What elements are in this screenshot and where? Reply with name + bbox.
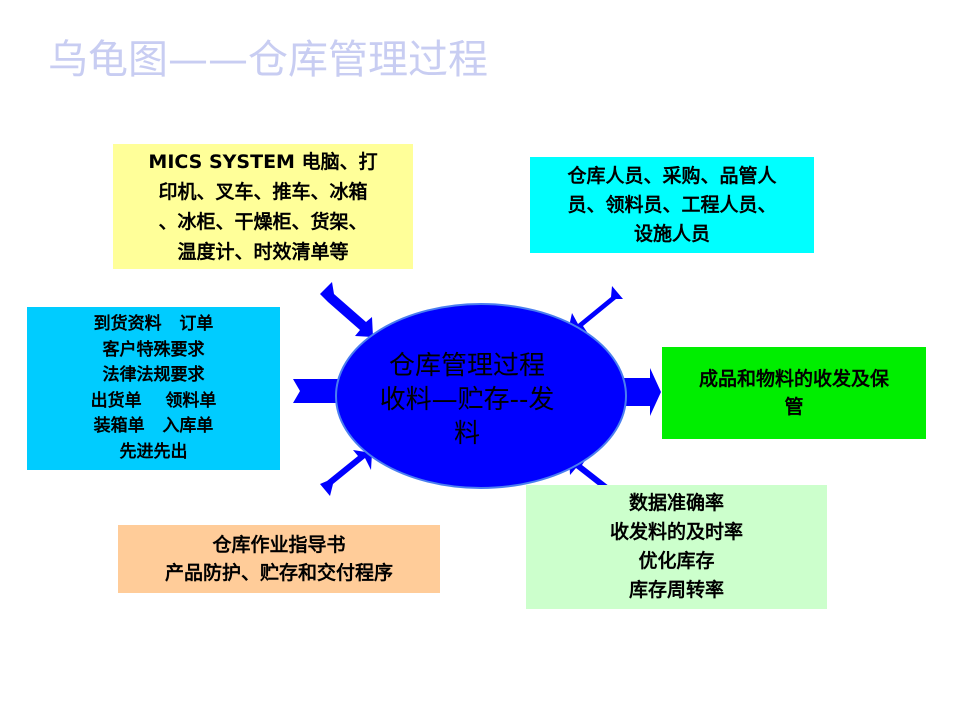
arrow-inputs-to-center <box>293 379 342 403</box>
metrics-line-3: 优化库存 <box>638 550 715 572</box>
output-line-2: 管 <box>784 396 804 418</box>
equipment-line-2: 印机、叉车、推车、冰箱 <box>158 180 368 203</box>
inputs-box: 到货资料 订单 客户特殊要求 法律法规要求 出货单 领料单 装箱单 入库单 先进… <box>27 307 280 470</box>
method-line-1: 仓库作业指导书 <box>212 534 346 556</box>
center-line-3: 料 <box>453 419 480 449</box>
inputs-line-6: 先进先出 <box>119 441 188 462</box>
center-process-label: 仓库管理过程 收料—贮存--发 料 <box>342 330 592 470</box>
equipment-box: MICS SYSTEM 电脑、打 印机、叉车、推车、冰箱 、冰柜、干燥柜、货架、… <box>113 144 413 269</box>
people-line-3: 设施人员 <box>633 222 710 245</box>
metrics-line-1: 数据准确率 <box>628 492 724 514</box>
people-line-1: 仓库人员、采购、品管人 <box>567 164 777 187</box>
arrow-center-to-output <box>620 368 661 416</box>
output-line-1: 成品和物料的收发及保 <box>698 368 889 390</box>
inputs-line-3: 法律法规要求 <box>102 365 205 385</box>
method-box: 仓库作业指导书 产品防护、贮存和交付程序 <box>118 525 440 593</box>
equipment-line-4: 温度计、时效清单等 <box>177 240 349 263</box>
metrics-box: 数据准确率 收发料的及时率 优化库存 库存周转率 <box>526 485 827 609</box>
inputs-line-4: 出货单 领料单 <box>90 390 217 411</box>
arrow-equipment-to-center <box>320 282 373 337</box>
equipment-line-1: MICS SYSTEM 电脑、打 <box>148 150 378 173</box>
people-box: 仓库人员、采购、品管人 员、领料员、工程人员、 设施人员 <box>530 157 814 253</box>
inputs-line-5: 装箱单 入库单 <box>93 416 214 436</box>
method-line-2: 产品防护、贮存和交付程序 <box>164 562 393 584</box>
equipment-line-3: 、冰柜、干燥柜、货架、 <box>158 210 368 233</box>
inputs-line-1: 到货资料 订单 <box>93 314 214 334</box>
metrics-line-4: 库存周转率 <box>628 579 724 601</box>
center-line-2: 收料—贮存--发 <box>379 385 555 415</box>
page-title: 乌龟图——仓库管理过程 <box>48 37 488 83</box>
inputs-line-2: 客户特殊要求 <box>102 339 205 360</box>
center-process-ellipse <box>335 303 627 489</box>
output-box: 成品和物料的收发及保 管 <box>662 347 926 439</box>
center-line-1: 仓库管理过程 <box>388 351 545 381</box>
arrow-people-to-center <box>568 286 623 332</box>
arrow-method-to-center <box>320 450 372 496</box>
metrics-line-2: 收发料的及时率 <box>609 521 743 543</box>
people-line-2: 员、领料员、工程人员、 <box>567 193 777 216</box>
